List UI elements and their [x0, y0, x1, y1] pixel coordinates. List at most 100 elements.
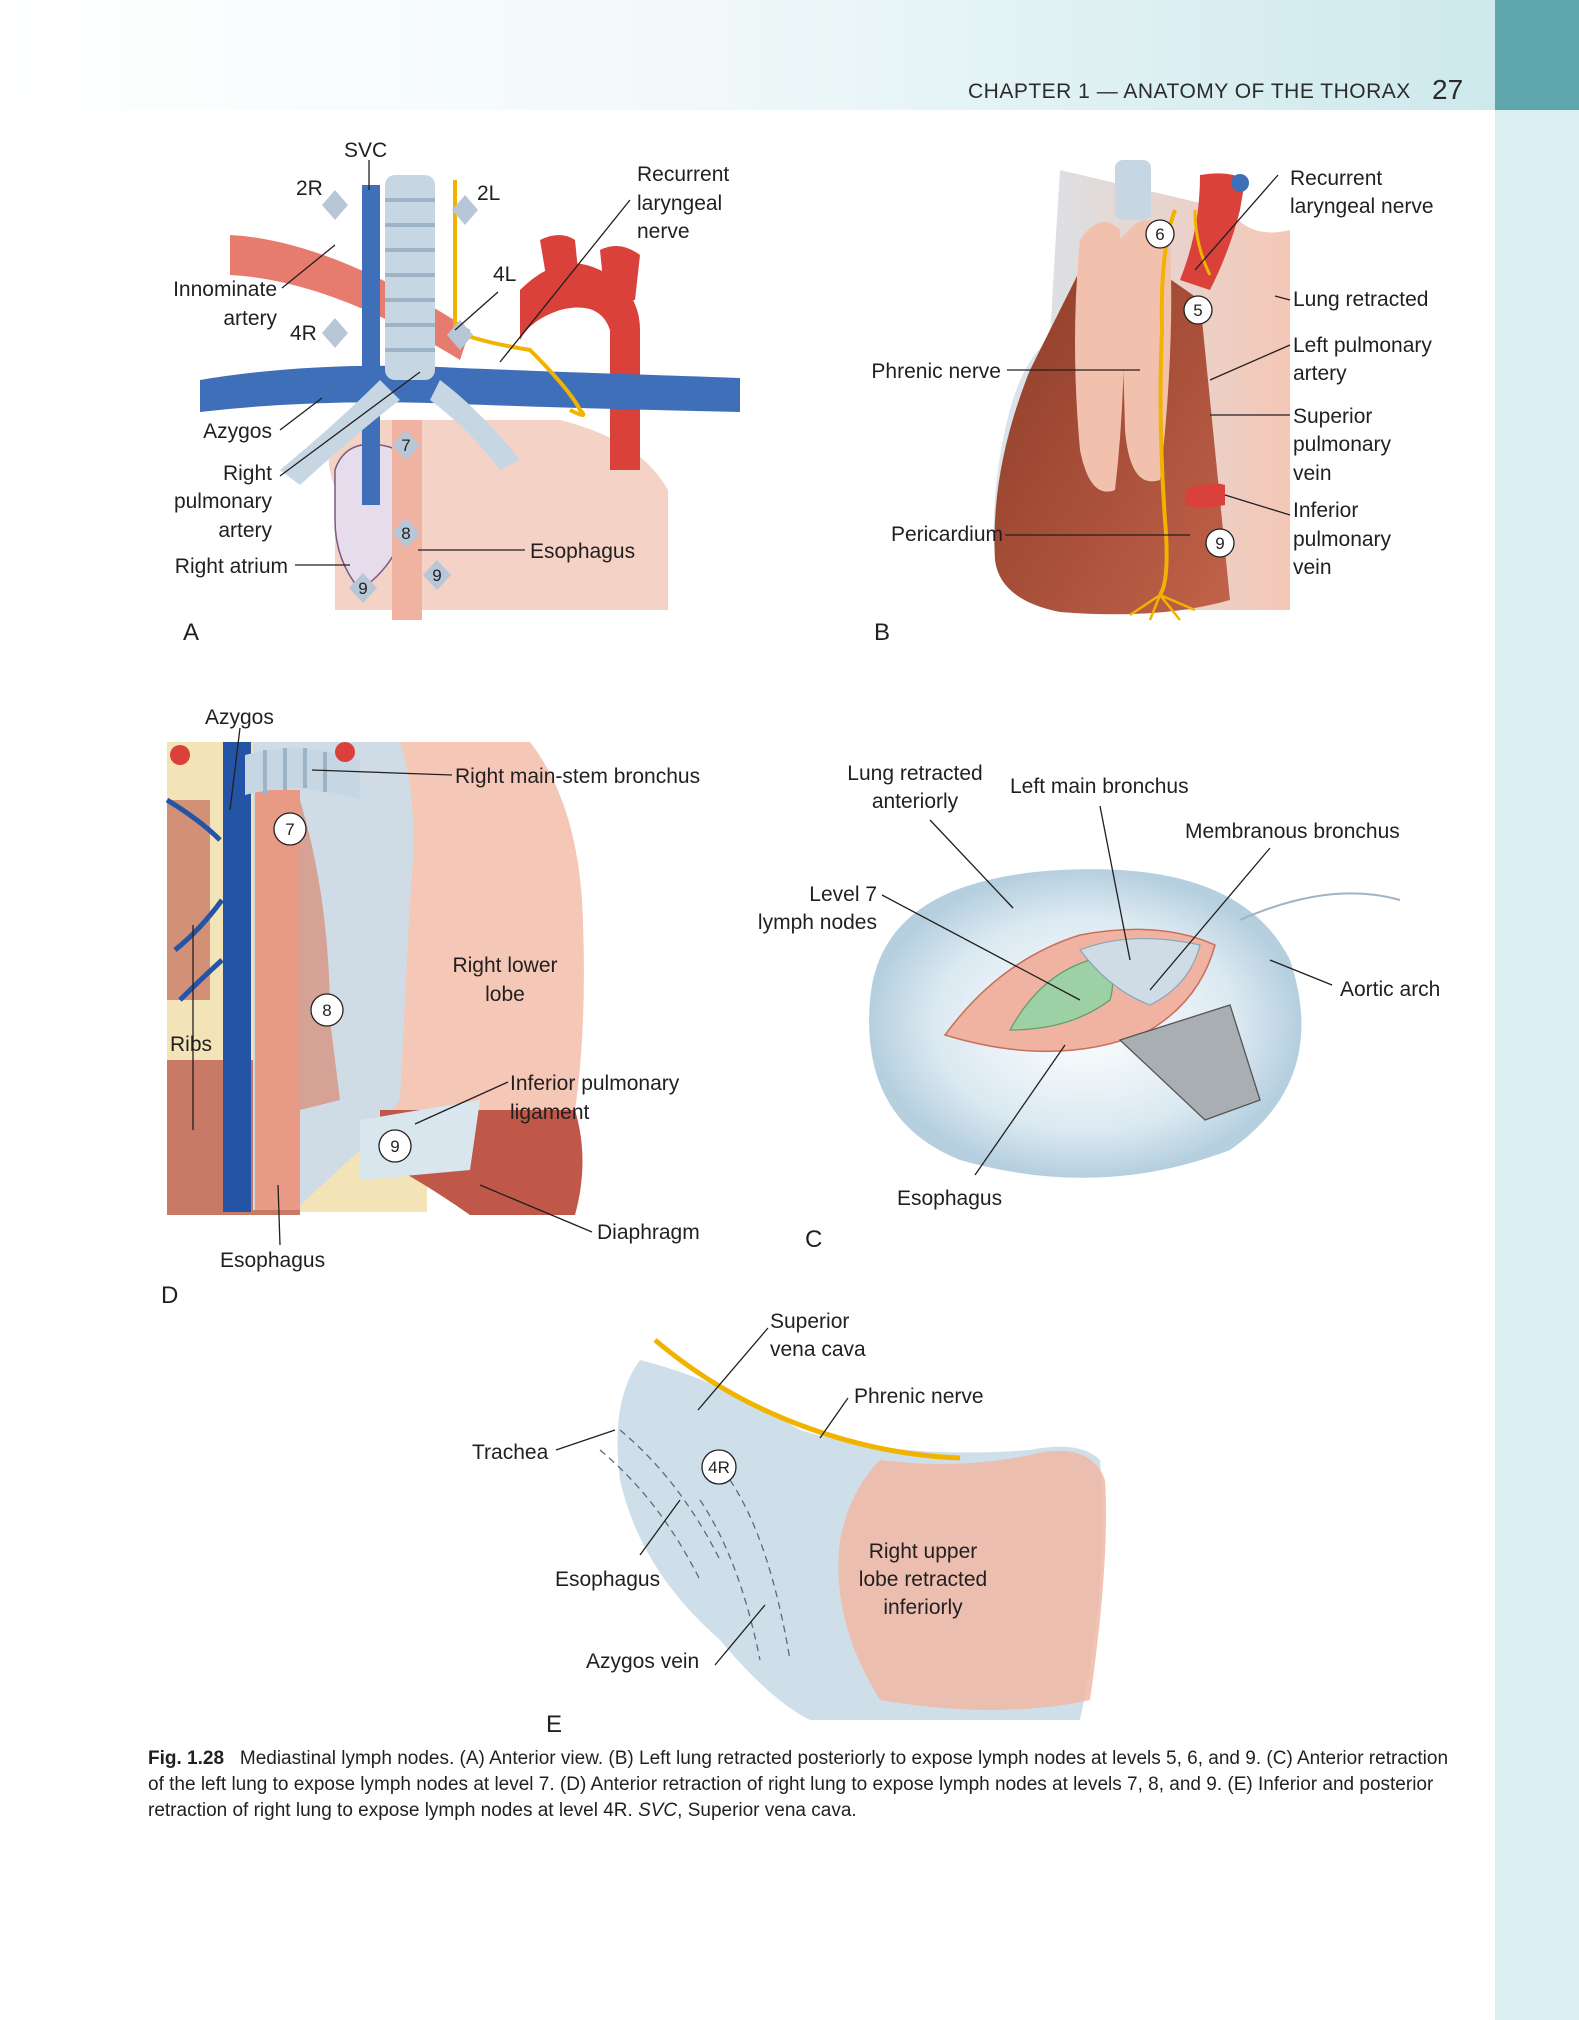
panel-b: 6 5 9 Recurrent laryngeal nerve Lung ret… — [871, 160, 1434, 646]
inferior-pv-line1: Inferior — [1293, 499, 1358, 522]
node-7-label: 7 — [401, 436, 410, 455]
membranous-bronchus-label: Membranous bronchus — [1185, 820, 1400, 843]
a-recurrent-line2: laryngeal — [637, 192, 722, 215]
e-phrenic-label: Phrenic nerve — [854, 1385, 984, 1408]
b-phrenic-nerve-line — [1158, 209, 1177, 597]
panel-e: 4R Superior vena cava Phrenic nerve Trac… — [472, 1310, 1106, 1738]
right-pa-line1: Right — [223, 462, 272, 485]
panel-d-letter: D — [161, 1282, 178, 1309]
right-lower-lobe-shape — [370, 742, 584, 1110]
e-svc-line2: vena cava — [770, 1338, 866, 1361]
b-phrenic-branches — [1129, 593, 1196, 621]
e-node-4r-circle — [701, 1449, 737, 1485]
node-9a-marker — [349, 573, 377, 603]
trachea-label: Trachea — [472, 1441, 549, 1464]
a-recurrent-line3: nerve — [637, 220, 690, 243]
header-tab — [1495, 0, 1579, 110]
node-2r-marker — [322, 190, 348, 220]
level7-line1: Level 7 — [809, 883, 877, 906]
node-2l-marker — [452, 195, 478, 225]
level-4r-label: 4R — [290, 322, 317, 345]
inferior-pl-line1: Inferior pulmonary — [510, 1072, 680, 1095]
azygos-vein-label: Azygos vein — [586, 1650, 699, 1673]
c-lung-contour — [1239, 892, 1401, 921]
inferior-pl-line2: ligament — [510, 1101, 590, 1124]
b-node-9-label: 9 — [1215, 534, 1224, 553]
level-4l-label: 4L — [493, 263, 516, 286]
node-9a-label: 9 — [358, 579, 367, 598]
b-phrenic-label: Phrenic nerve — [871, 360, 1001, 383]
diaphragm-label: Diaphragm — [597, 1221, 700, 1244]
b-node-5-label: 5 — [1193, 301, 1202, 320]
d-esophagus-muscle — [300, 800, 340, 1110]
right-lower-line2: lobe — [485, 983, 525, 1006]
node-9b-marker — [423, 560, 451, 590]
node-4r-marker — [322, 318, 348, 348]
figure-caption: Fig. 1.28 Mediastinal lymph nodes. (A) A… — [148, 1746, 1464, 1824]
left-carotid — [540, 235, 580, 300]
node-4l-marker — [447, 320, 473, 350]
panel-e-leaders — [555, 1327, 849, 1666]
caption-fig-label: Fig. 1.28 — [148, 1748, 225, 1769]
c-lung-line1: Lung retracted — [847, 762, 982, 785]
panel-c: Lung retracted anteriorly Left main bron… — [758, 762, 1440, 1253]
aortic-arch — [520, 263, 640, 470]
panel-a: 7 8 9 9 SVC 2R 2L 4L 4R Recurrent laryng… — [173, 139, 740, 646]
d-node-7-circle — [273, 812, 307, 846]
d-azygos-label: Azygos — [205, 706, 274, 729]
node-8-marker — [392, 518, 420, 548]
side-strip — [1495, 110, 1579, 2020]
running-head: CHAPTER 1 — ANATOMY OF THE THORAX — [968, 80, 1411, 103]
right-pa-line3: artery — [218, 519, 272, 542]
b-recurrent-nerve-line — [1193, 209, 1212, 276]
level-2r-label: 2R — [296, 177, 323, 200]
superior-pv-line1: Superior — [1293, 405, 1372, 428]
node-9b-label: 9 — [432, 566, 441, 585]
b-node-6-circle — [1145, 219, 1175, 249]
innominate-line1: Innominate — [173, 278, 277, 301]
right-lower-line1: Right lower — [452, 954, 557, 977]
rul-line2: lobe retracted — [859, 1568, 987, 1591]
caption-text-2: , Superior vena cava. — [677, 1800, 857, 1821]
superior-pv-line3: vein — [1293, 462, 1332, 485]
node-7-marker — [392, 430, 420, 460]
thymus-fat-left — [1075, 222, 1124, 492]
b-node-5-circle — [1183, 295, 1213, 325]
ribs-label: Ribs — [170, 1033, 212, 1056]
recurrent-laryngeal-nerve-line — [453, 180, 586, 417]
left-pa-line1: Left pulmonary — [1293, 334, 1432, 357]
panel-b-letter: B — [874, 619, 890, 646]
d-rib-muscle-upper — [167, 800, 210, 1000]
c-esophagus-label: Esophagus — [897, 1187, 1002, 1210]
inferior-pv-stub — [1185, 483, 1225, 508]
panel-c-leaders — [881, 805, 1333, 1176]
aortic-arch-label: Aortic arch — [1340, 978, 1440, 1001]
right-main-stem-label: Right main-stem bronchus — [455, 765, 700, 788]
c-retractor — [1118, 1004, 1261, 1121]
d-esophagus-label: Esophagus — [220, 1249, 325, 1272]
panel-c-letter: C — [805, 1226, 822, 1253]
caption-svc-abbr: SVC — [638, 1800, 678, 1821]
d-intercostal-veins — [165, 797, 225, 1002]
inferior-pv-line2: pulmonary — [1293, 528, 1392, 551]
rul-line1: Right upper — [869, 1540, 978, 1563]
node-8-label: 8 — [401, 524, 410, 543]
b-node-9-circle — [1205, 528, 1235, 558]
innominate-line2: artery — [223, 307, 277, 330]
b-pericardium-label: Pericardium — [891, 523, 1003, 546]
d-vessel-red-right — [335, 742, 355, 762]
e-node-4r-label: 4R — [708, 1458, 730, 1477]
b-recurrent-line2: laryngeal nerve — [1290, 195, 1434, 218]
d-node-9-circle — [378, 1129, 412, 1163]
d-bronchus-shape — [245, 748, 360, 800]
inferior-pv-line3: vein — [1293, 556, 1332, 579]
c-lung-line2: anteriorly — [872, 790, 959, 813]
superior-pv-line2: pulmonary — [1293, 433, 1392, 456]
a-recurrent-line1: Recurrent — [637, 163, 729, 186]
trachea-shape — [385, 175, 435, 380]
right-atrium-label: Right atrium — [175, 555, 288, 578]
right-upper-lobe-shape — [838, 1450, 1106, 1710]
e-svc-line1: Superior — [770, 1310, 849, 1333]
a-azygos-label: Azygos — [203, 420, 272, 443]
